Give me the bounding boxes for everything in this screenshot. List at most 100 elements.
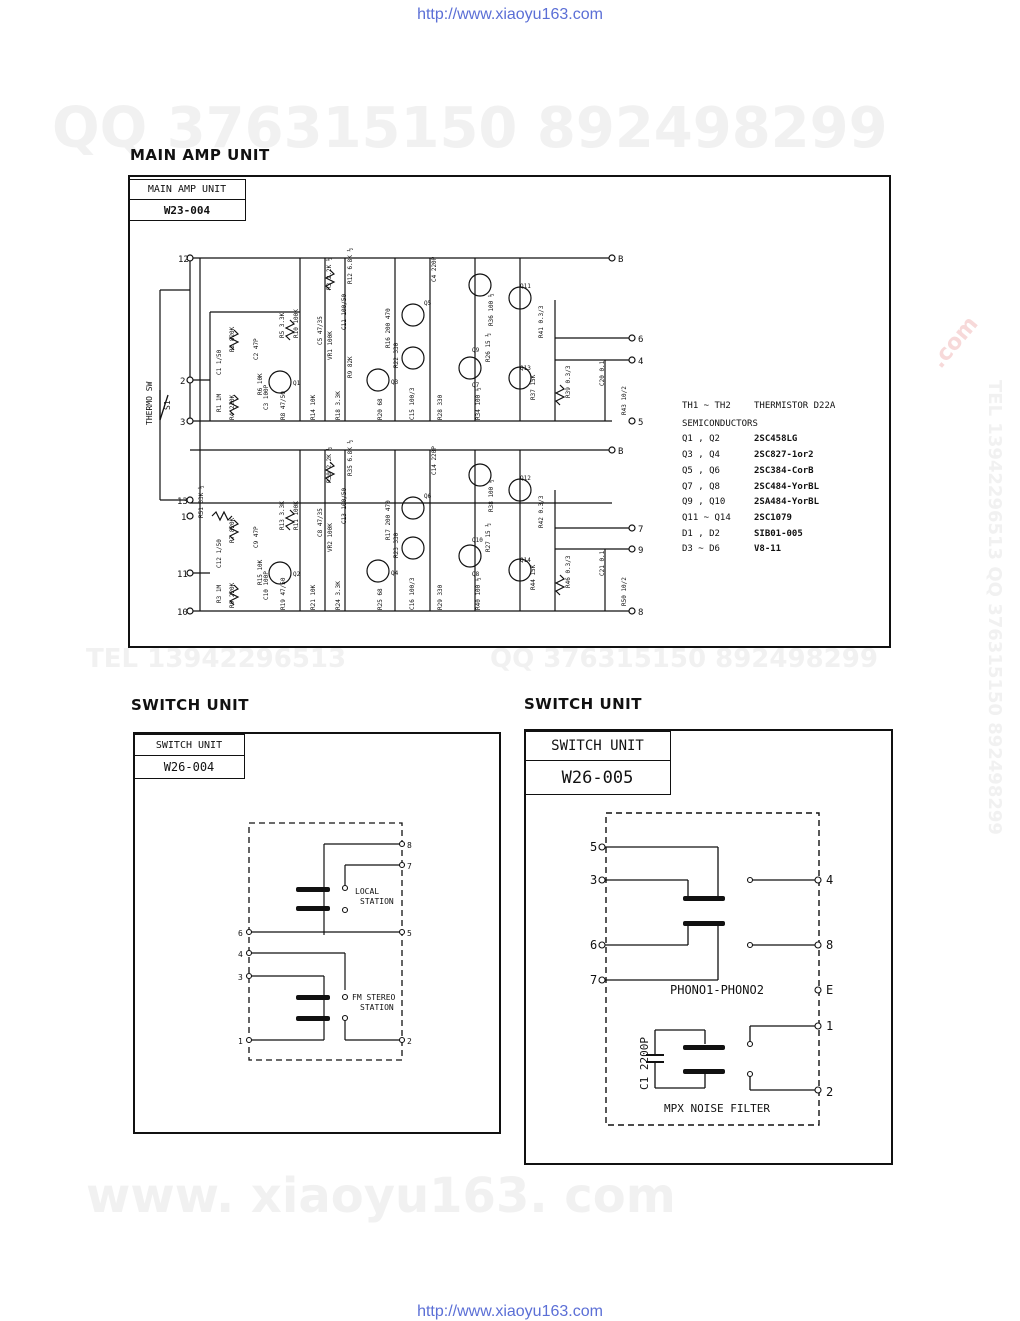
- label: Q8: [472, 571, 480, 578]
- part-label: R7 820K: [229, 517, 236, 543]
- switch-005-tab-code: W26-005: [524, 760, 671, 795]
- part-label: R43 10/2: [621, 386, 628, 415]
- label: Q9: [472, 347, 480, 354]
- pin-10: 10: [177, 608, 188, 618]
- part-label: R28 330: [437, 394, 444, 420]
- pin-8: 8: [638, 608, 643, 618]
- part-label: R38 100 ½: [488, 479, 495, 512]
- thermistor-key: TH1 ~ TH2: [682, 401, 731, 411]
- label: Q12: [520, 475, 531, 482]
- label: Q3 , Q4: [682, 450, 720, 461]
- label: 2: [826, 1085, 833, 1099]
- label-mpx: MPX NOISE FILTER: [664, 1102, 770, 1115]
- part-label: VR2 100K: [327, 523, 334, 552]
- label: SIB01-005: [754, 528, 803, 539]
- part-label: C3 100P: [263, 384, 270, 410]
- pin-5: 5: [638, 418, 643, 428]
- part-label: R51 33K ½: [198, 485, 205, 518]
- part-label: R25 68: [377, 588, 384, 610]
- part-label: R20 68: [377, 398, 384, 420]
- watermark-tel-mid: TEL 13942296513: [86, 644, 347, 674]
- switch-004-frame: [133, 732, 501, 1134]
- label-phono: PHONO1-PHONO2: [670, 983, 764, 997]
- label: Q4: [391, 570, 399, 577]
- source-url-top[interactable]: http://www.xiaoyu163.com: [417, 6, 603, 23]
- pin-b-bottom: B: [618, 447, 623, 457]
- label: E: [826, 983, 833, 997]
- part-label: R42 0.3/3: [538, 495, 545, 528]
- label: 6: [238, 929, 243, 938]
- part-label: R17 200 470: [385, 500, 392, 540]
- label: Q1 , Q2: [682, 434, 720, 445]
- label: Q5 , Q6: [682, 465, 720, 476]
- part-label: C14 220P: [431, 446, 438, 475]
- watermark-qq-mid: QQ 376315150 892498299: [490, 644, 878, 674]
- part-label: C11 100/50: [341, 293, 348, 330]
- part-label: R50 10/2: [621, 577, 628, 606]
- label: Q5: [424, 300, 432, 307]
- part-label: R9 220K: [229, 582, 236, 608]
- label: 2SC384-CorB: [754, 465, 814, 476]
- part-label: R34 100 ½: [475, 387, 482, 420]
- part-label: C12 1/50: [216, 539, 223, 568]
- part-label: R26 15 ½: [485, 333, 492, 362]
- pin-7: 7: [638, 525, 643, 535]
- part-label: R40 100 ½: [475, 577, 482, 610]
- part-label: R5 3.3K: [279, 312, 286, 338]
- part-label: C20 0.1: [599, 360, 606, 386]
- part-label: C15 100/3: [409, 387, 416, 420]
- label: 3: [238, 973, 243, 982]
- label: Q9 , Q10: [682, 497, 726, 508]
- part-label: R10 100K: [293, 309, 300, 338]
- part-label: R16 200 470: [385, 308, 392, 348]
- part-label: R41 0.3/3: [538, 305, 545, 338]
- main-amp-frame: [128, 175, 891, 648]
- part-label: C1 1/50: [216, 349, 223, 375]
- part-label: VR1 100K: [327, 331, 334, 360]
- part-label: C5 47/35: [317, 316, 324, 345]
- label: Q13: [520, 365, 531, 372]
- label: Q3: [391, 379, 399, 386]
- part-label: C9 47P: [253, 526, 260, 548]
- main-amp-tab-code: W23-004: [128, 199, 246, 221]
- label: 7: [407, 862, 412, 871]
- label: 4: [826, 873, 833, 887]
- part-label: R35 6.8K ½: [347, 439, 354, 476]
- label: 5: [407, 929, 412, 938]
- semiconductors-heading: SEMICONDUCTORS: [682, 418, 758, 429]
- pin-12: 12: [178, 255, 189, 265]
- part-label: R12 6.8K ½: [347, 247, 354, 284]
- label-fm-1: FM STEREO: [352, 993, 396, 1002]
- source-url-bottom[interactable]: http://www.xiaoyu163.com: [417, 1303, 603, 1320]
- part-label: R39 0.3/3: [565, 365, 572, 398]
- switch-004-tab-code: W26-004: [133, 755, 245, 779]
- label: 2SC1079: [754, 512, 792, 523]
- part-label: R2 820K: [229, 326, 236, 352]
- switch-005-frame: [524, 729, 893, 1165]
- label: Q7: [472, 382, 480, 389]
- switch-s1-label: S1: [163, 400, 172, 410]
- pin-3: 3: [180, 418, 185, 428]
- part-label: C13 100/50: [341, 487, 348, 524]
- switch-004-section-title: SWITCH UNIT: [131, 696, 249, 714]
- label: Q14: [520, 557, 531, 564]
- label: D1 , D2: [682, 528, 720, 539]
- part-label: C4 220P: [431, 256, 438, 282]
- part-label: R30 2.2K ½: [326, 446, 333, 483]
- label: 6: [590, 938, 597, 952]
- label: Q10: [472, 537, 483, 544]
- part-label: C10 100P: [263, 571, 270, 600]
- part-label: R6 10K: [257, 373, 264, 395]
- part-label: R3 1M: [216, 585, 223, 603]
- part-label: R1 1M: [216, 394, 223, 412]
- label-local-2: STATION: [360, 897, 394, 906]
- label: 1: [238, 1037, 243, 1046]
- label-c1: C1 2200P: [638, 1037, 651, 1090]
- label-local-1: LOCAL: [355, 887, 379, 896]
- part-label: R23 330: [393, 532, 400, 558]
- thermo-sw-label: THERMO SW: [145, 381, 154, 425]
- part-label: R44 15K: [530, 564, 537, 590]
- label: 8: [826, 938, 833, 952]
